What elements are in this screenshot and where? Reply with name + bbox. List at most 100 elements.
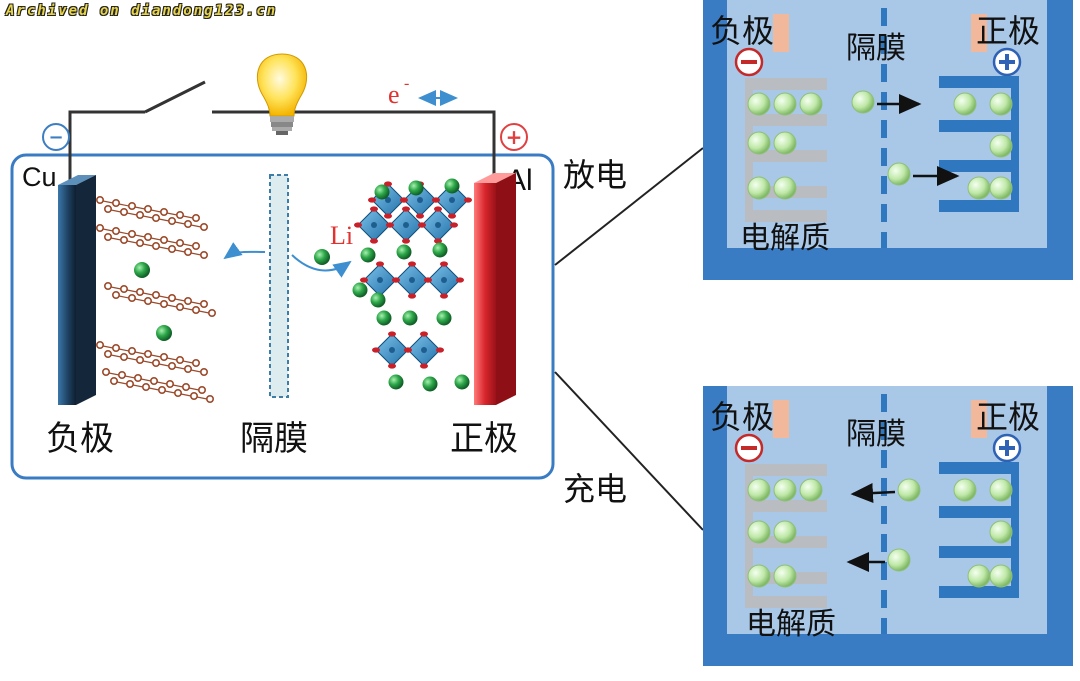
oxygen-atom [404,347,412,353]
discharge-mode-label: 放电 [563,156,627,194]
carbon-atom [184,364,193,373]
carbon-bond [188,387,200,391]
metal-atom [409,277,415,283]
anode-plate [745,78,827,90]
lithium-ion [989,564,1013,588]
carbon-atom [208,308,217,317]
lithium-ion [897,478,921,502]
carbon-bond [150,354,162,358]
carbon-atom [120,236,129,245]
carbon-atom [118,370,127,379]
oxygen-atom [434,206,442,212]
carbon-atom [152,242,161,251]
carbon-atom [200,223,209,232]
oxygen-atom [418,222,426,228]
carbon-bond [164,390,176,394]
cathode-plate [939,76,1019,88]
carbon-bond [150,237,162,241]
anode-plate [745,500,827,512]
svg-text:−: − [48,127,63,148]
carbon-bond [110,209,122,213]
ion-arrow-right [291,254,352,278]
carbon-bond [158,363,170,367]
carbon-bond [182,215,194,219]
carbon-bond [142,292,154,296]
charge-separator-label: 隔膜 [846,417,906,452]
discharge-cathode-label: 正极 [976,12,1040,50]
metal-atom [403,222,409,228]
oxygen-atom [386,222,394,228]
anode-plate [745,210,827,222]
carbon-atom [176,239,185,248]
carbon-atom [176,355,185,364]
metal-atom [435,222,441,228]
lithium-ion [352,282,368,298]
carbon-atom [120,208,129,217]
carbon-atom [158,385,167,394]
carbon-atom [168,293,177,302]
electron-label: e [388,80,400,109]
carbon-atom [168,217,177,226]
carbon-atom [168,361,177,370]
carbon-atom [128,202,137,211]
carbon-atom [160,236,169,245]
carbon-bond [126,289,138,293]
carbon-bond [134,234,146,238]
carbon-atom [120,352,129,361]
discharge-electrolyte-label: 电解质 [740,221,830,256]
anode-plate [745,114,827,126]
carbon-bond [126,240,138,244]
oxygen-atom [456,277,464,283]
light-bulb-icon [256,53,308,135]
oxygen-atom [440,261,448,267]
lithium-ion [967,564,991,588]
oxygen-atom [370,206,378,212]
plus-icon [992,47,1022,77]
metal-atom [417,197,423,203]
carbon-atom [136,355,145,364]
carbon-bond [102,200,114,204]
carbon-atom [184,296,193,305]
carbon-atom [112,343,121,352]
carbon-bond [110,237,122,241]
carbon-bond [156,381,168,385]
electron-flow: e - [388,75,458,109]
carbon-bond [150,209,162,213]
ion-direction-arrow [850,483,896,504]
oxygen-atom [384,213,392,219]
carbon-atom [126,379,135,388]
carbon-atom [104,281,113,290]
carbon-bond [174,298,186,302]
lithium-ion [989,134,1013,158]
carbon-atom [198,385,207,394]
charge-mode-label: 充电 [563,470,627,508]
minus-icon: − [42,123,70,151]
charge-cathode-label: 正极 [976,398,1040,436]
carbon-atom [110,376,119,385]
carbon-bond [190,224,202,228]
lithium-ion [747,564,771,588]
carbon-bond [126,212,138,216]
cathode-tab [971,14,987,52]
carbon-bond [126,357,138,361]
carbon-bond [142,215,154,219]
oxygen-atom [416,213,424,219]
metal-atom [449,197,455,203]
lithium-ion [747,478,771,502]
lithium-ion [747,92,771,116]
lithium-ion [773,478,797,502]
oxygen-atom [440,293,448,299]
lithium-ion [887,162,911,186]
lithium-ion [314,249,330,265]
oxygen-atom [408,261,416,267]
lithium-ion [799,478,823,502]
discharge-panel [703,0,1073,280]
oxygen-atom [420,331,428,337]
lithium-ion [953,92,977,116]
carbon-bond [134,206,146,210]
carbon-atom [192,214,201,223]
oxygen-atom [368,197,376,203]
lithium-ion [887,548,911,572]
minus-icon [734,433,764,463]
